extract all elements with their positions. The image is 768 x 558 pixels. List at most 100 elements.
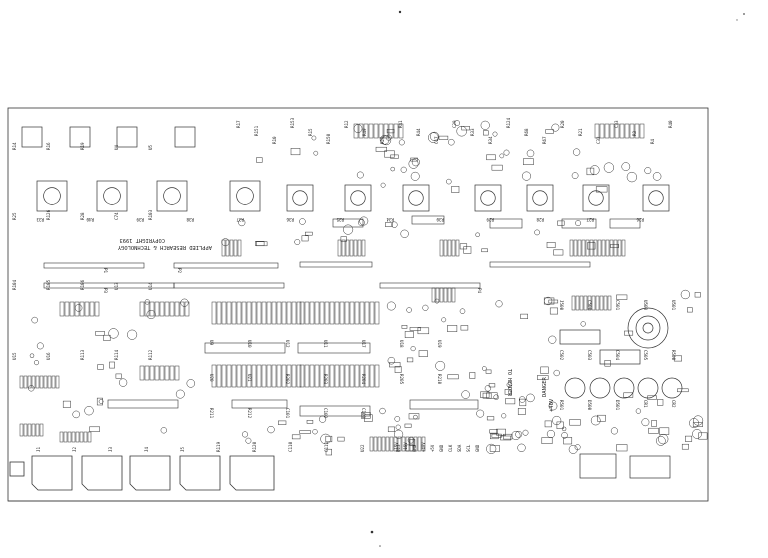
resistor [374,301,380,325]
capacitor [575,220,582,227]
resistor [67,431,72,443]
component-label: C29 [452,120,457,128]
small-part [447,325,458,332]
component-label: R35 [336,217,344,222]
capacitor [493,394,499,400]
pot-knob [292,190,308,206]
capacitor [118,378,128,387]
resistor [597,239,602,257]
capacitor [590,415,601,426]
resistor [75,431,80,443]
component-label: U16 [46,352,51,360]
resistor [339,364,345,388]
small-part [447,374,459,380]
component-label: R205 [399,374,404,385]
small-part [489,429,498,434]
capacitor [391,221,398,228]
small-part [483,130,489,136]
resistor [154,365,160,381]
resistor [221,364,227,388]
small-part [616,444,628,452]
resistor [179,301,185,317]
component-label: C101 [285,408,290,419]
resistor [233,239,238,257]
small-part [537,375,549,380]
resistor [579,295,584,311]
capacitor [400,229,409,238]
component-label: R204 [361,374,366,385]
capacitor [551,123,560,132]
resistor [296,301,302,325]
small-part [563,437,573,445]
resistor [74,301,80,317]
resistor [577,239,582,257]
pot-knob [163,187,181,205]
small-part [546,242,556,248]
resistor-arrays [19,123,645,452]
component-label: R37 [236,217,244,222]
capacitor [446,178,452,185]
small-part [410,157,418,162]
small-part [486,154,496,161]
component-label: R15 [308,128,313,136]
capacitor [568,444,578,454]
resistor [613,239,618,257]
resistor [159,301,165,317]
component-label: R40 [668,120,673,128]
resistor [59,301,65,317]
resistor [211,364,217,388]
resistor [59,431,64,443]
capacitor [299,218,306,225]
small-part [540,366,549,374]
component-label: R4 [650,138,655,144]
resistor [609,123,615,139]
resistor [221,239,226,257]
resistor [27,423,32,437]
capacitor [484,385,492,392]
capacitor [221,238,230,247]
component-label: C504 [615,350,620,361]
pin-label: -15V [403,442,408,452]
resistor [605,239,610,257]
capacitor [385,134,392,141]
pot-body [96,180,128,212]
capacitor [492,131,498,137]
capacitor [379,135,390,145]
resistor [319,364,325,388]
resistor [89,301,95,317]
capacitor [408,158,419,169]
capacitor [518,396,526,403]
small-part [545,129,554,134]
resistor [299,301,305,325]
small-part [461,126,470,131]
component-label: R34 [386,217,394,222]
resistor [149,365,155,381]
pot-body [286,184,314,212]
capacitor [626,171,638,183]
small-part [480,391,490,398]
small-part [481,248,488,253]
small-part [519,398,527,407]
small-part [325,435,333,443]
resistor [51,375,56,389]
capacitor [621,162,631,171]
capacitor [238,219,246,227]
small-part [278,420,287,425]
capacitor [543,296,553,306]
resistor [251,364,257,388]
capacitor [501,413,507,419]
resistor [39,375,44,389]
capacitor [610,427,618,435]
resistor [296,364,302,388]
resistor [286,301,292,325]
resistor [619,123,625,139]
resistor [35,375,40,389]
component-label: J2 [72,446,77,452]
component-label: U23 [396,444,401,452]
component-label: D500 [587,400,592,411]
small-part [651,420,657,427]
component-label: J5 [180,446,185,452]
capacitor [553,369,560,377]
capacitor [480,120,490,130]
component-label: U4 [114,144,119,150]
